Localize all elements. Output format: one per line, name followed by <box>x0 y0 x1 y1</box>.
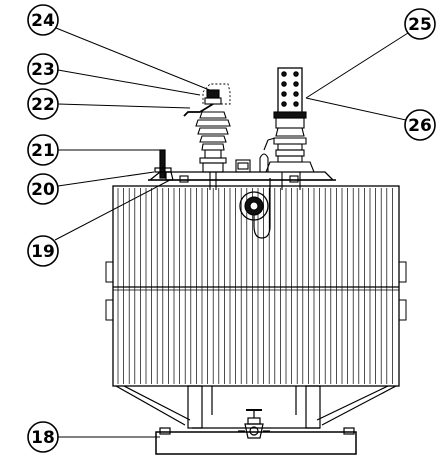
callout-22: 22 <box>27 88 59 120</box>
cover-accessories <box>179 137 299 239</box>
drain-valve <box>238 409 270 439</box>
callout-24: 24 <box>27 4 59 36</box>
callout-26: 26 <box>404 109 436 141</box>
callout-21-label: 21 <box>31 141 55 161</box>
leader-lines <box>54 27 409 438</box>
lv-bushing <box>265 67 315 190</box>
callout-19-label: 19 <box>31 242 55 262</box>
callout-22-label: 22 <box>31 95 55 115</box>
callout-23-label: 23 <box>31 60 55 80</box>
callout-25-label: 25 <box>408 15 432 35</box>
callout-18: 18 <box>27 421 59 453</box>
hv-bushing <box>183 83 231 190</box>
tank-body <box>105 185 407 387</box>
callout-24-label: 24 <box>31 11 55 31</box>
base-frame <box>115 385 397 455</box>
callout-23: 23 <box>27 53 59 85</box>
callout-21: 21 <box>27 134 59 166</box>
callout-20: 20 <box>27 173 59 205</box>
callout-18-label: 18 <box>31 428 55 448</box>
callout-19: 19 <box>27 235 59 267</box>
callout-26-label: 26 <box>408 116 432 136</box>
relief-device <box>154 149 174 181</box>
tank-cover <box>148 171 336 181</box>
radiator-fins <box>117 188 393 384</box>
callout-25: 25 <box>404 8 436 40</box>
callout-20-label: 20 <box>31 180 55 200</box>
